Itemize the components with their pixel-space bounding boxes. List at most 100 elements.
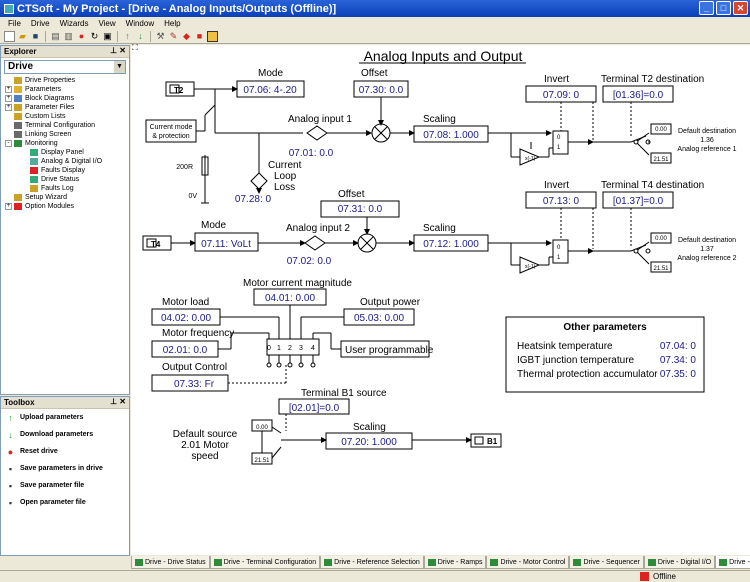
menu-window[interactable]: Window [125,18,155,28]
tree-item[interactable]: - Monitoring [5,139,129,148]
dest-t4-value[interactable]: [01.37]=0.0 [613,196,664,207]
tree-item[interactable]: Analog & Digital I/O [5,157,129,166]
tree-item[interactable]: Display Panel [5,148,129,157]
open-icon[interactable]: ▰ [19,30,26,41]
document-tab[interactable]: Drive - Terminal Configuration [209,556,321,569]
drive-save-icon: ▪ [8,463,13,474]
tree-item[interactable]: Faults Log [5,184,129,193]
toolbar-separator [45,30,46,42]
tab-label: Drive - Drive Status [145,558,206,566]
document-tab[interactable]: Drive - Ar [715,556,750,569]
tree-item-label: Terminal Configuration [25,122,96,129]
close-button[interactable]: ✕ [733,1,748,15]
document-tab[interactable]: Drive - Reference Selection [320,556,424,569]
expander-icon[interactable]: - [5,140,12,147]
connect-icon[interactable]: ◆ [183,30,190,41]
expander-icon[interactable]: + [5,203,12,210]
reset-icon[interactable]: ↻ [90,30,99,41]
tree-item[interactable]: +Option Modules [5,202,129,211]
default-dest1-line2: 1.36 [700,137,714,144]
document-tab[interactable]: Drive - Ramps [423,556,487,569]
tree-node-icon [30,176,38,183]
toolbox-item[interactable]: ↑Upload parameters [1,409,129,426]
toolbox-item[interactable]: ●Reset drive [1,443,129,460]
tree-item[interactable]: +Parameters [5,85,129,94]
invert1-value[interactable]: 07.09: 0 [543,90,580,101]
drive-save-icon[interactable]: ▣ [103,30,112,41]
wizard-icon[interactable]: ⚒ [156,30,165,41]
toolbox-item[interactable]: ▪Save parameter file [1,477,129,494]
status-mode: Offline [653,572,676,581]
document-tab[interactable]: Drive - Drive Status [131,556,210,569]
loss-value: 07.28: 0 [235,194,272,205]
tree-item[interactable]: Custom Lists [5,112,129,121]
toolbox-item[interactable]: ↓Download parameters [1,426,129,443]
drive-icon[interactable]: ▤ [51,30,60,41]
expander-icon [5,113,12,120]
tab-label: Drive - Ramps [437,558,483,566]
b1-source-label: Terminal B1 source [301,388,387,399]
tree-item[interactable]: Faults Display [5,166,129,175]
tree-item[interactable]: +Block Diagrams [5,94,129,103]
download-icon[interactable]: ↓ [138,30,143,41]
menu-drive[interactable]: Drive [30,18,50,28]
offset1-value[interactable]: 07.30: 0.0 [359,85,404,96]
tree-item[interactable]: Drive Status [5,175,129,184]
scaling3-value[interactable]: 07.20: 1.000 [341,437,397,448]
menu-wizards[interactable]: Wizards [59,18,89,28]
toolbox-item-label: Reset drive [20,448,58,455]
tree-item[interactable]: Setup Wizard [5,193,129,202]
toolbox-header: Toolbox ⊥ ✕ [1,397,129,409]
expander-icon[interactable]: + [5,104,12,111]
expander-icon[interactable]: + [5,95,12,102]
selector-3: 3 [299,345,303,352]
document-tab[interactable]: Drive - Motor Control [486,556,570,569]
scaling1-value[interactable]: 07.08: 1.000 [423,130,479,141]
dest-t2-value[interactable]: [01.36]=0.0 [613,90,664,101]
tree-item[interactable]: Terminal Configuration [5,121,129,130]
document-tab[interactable]: Drive - Sequencer [569,556,644,569]
monitor-icon[interactable] [207,30,218,42]
new-icon[interactable] [4,30,15,42]
output-control-value[interactable]: 07.33: Fr [174,379,215,390]
user-programmable-label: User programmable [345,345,434,356]
minimize-button[interactable]: _ [699,1,714,15]
menu-help[interactable]: Help [164,18,181,28]
mode1-value[interactable]: 07.06: 4-.20 [243,85,297,96]
menu-file[interactable]: File [8,18,21,28]
dest2-2151: 21.51 [653,266,669,272]
zero-volt-label: 0V [188,193,197,200]
save-icon[interactable]: ■ [32,30,39,41]
upload-icon[interactable]: ↑ [125,30,130,41]
offset2-value[interactable]: 07.31: 0.0 [338,204,383,215]
invert2-value[interactable]: 07.13: 0 [543,196,580,207]
other-params-title: Other parameters [563,322,647,333]
toolbox-item[interactable]: ▪Open parameter file [1,494,129,511]
print-icon[interactable]: ▥ [64,30,73,41]
maximize-button[interactable]: □ [716,1,731,15]
wand-icon[interactable]: ✎ [169,30,178,41]
tree-item[interactable]: Drive Properties [5,76,129,85]
expander-icon[interactable]: + [5,86,12,93]
tree-item-label: Monitoring [25,140,58,147]
menu-view[interactable]: View [98,18,116,28]
record-icon[interactable]: ■ [196,30,203,41]
b1-source-value[interactable]: [02.01]=0.0 [289,403,340,414]
dest2-zero: 0.00 [655,236,667,242]
tree-item[interactable]: Linking Screen [5,130,129,139]
drive-selector-value: Drive [8,61,34,72]
tree-item[interactable]: +Parameter Files [5,103,129,112]
mode2-value[interactable]: 07.11: VoLt [201,239,251,250]
output-control-label: Output Control [162,362,227,373]
chevron-down-icon[interactable]: ▼ [114,61,125,73]
stop-icon[interactable]: ● [78,30,85,41]
drive-selector[interactable]: Drive ▼ [4,60,126,74]
document-tab[interactable]: Drive - Digital I/O [643,556,716,569]
scaling2-value[interactable]: 07.12: 1.000 [423,239,479,250]
toolbox-item[interactable]: ▪Save parameters in drive [1,460,129,477]
pin-close-icon[interactable]: ⊥ ✕ [110,46,126,55]
expander-icon [5,194,12,201]
open-file-icon: ▪ [8,497,13,508]
resistor-label: 200R [176,164,193,171]
pin-close-icon[interactable]: ⊥ ✕ [110,397,126,406]
